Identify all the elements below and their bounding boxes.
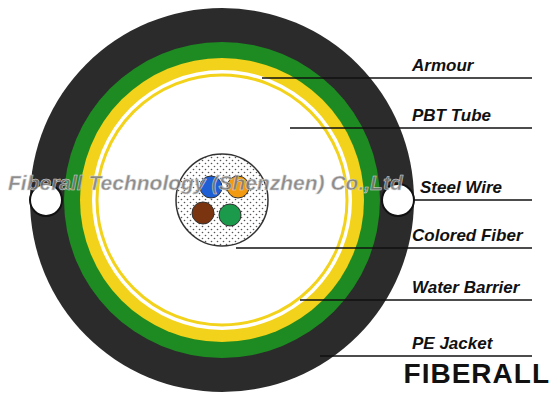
brand-logo: FIBERALL <box>404 358 550 390</box>
leader-line <box>262 77 532 79</box>
armour <box>64 42 380 358</box>
leader-line <box>414 199 532 201</box>
leader-line <box>290 127 532 129</box>
part-label: Armour <box>412 56 473 76</box>
pbt-tube <box>104 82 340 318</box>
watermark: Fiberall Technology (Shenzhen) Co.,Ltd <box>8 170 403 196</box>
leader-line <box>300 299 532 301</box>
part-label: PBT Tube <box>412 106 491 126</box>
tube-line <box>97 75 347 325</box>
leader-line <box>320 355 532 357</box>
pe-jacket <box>30 8 414 392</box>
brown-fiber <box>192 202 214 224</box>
gel-core <box>176 154 268 246</box>
part-label: Water Barrier <box>412 278 519 298</box>
leader-lines <box>236 78 532 356</box>
gap <box>92 70 352 330</box>
part-label: Colored Fiber <box>412 226 523 246</box>
part-label: PE Jacket <box>412 334 492 354</box>
part-label: Steel Wire <box>420 178 502 198</box>
leader-line <box>236 247 532 249</box>
green-fiber <box>219 204 241 226</box>
